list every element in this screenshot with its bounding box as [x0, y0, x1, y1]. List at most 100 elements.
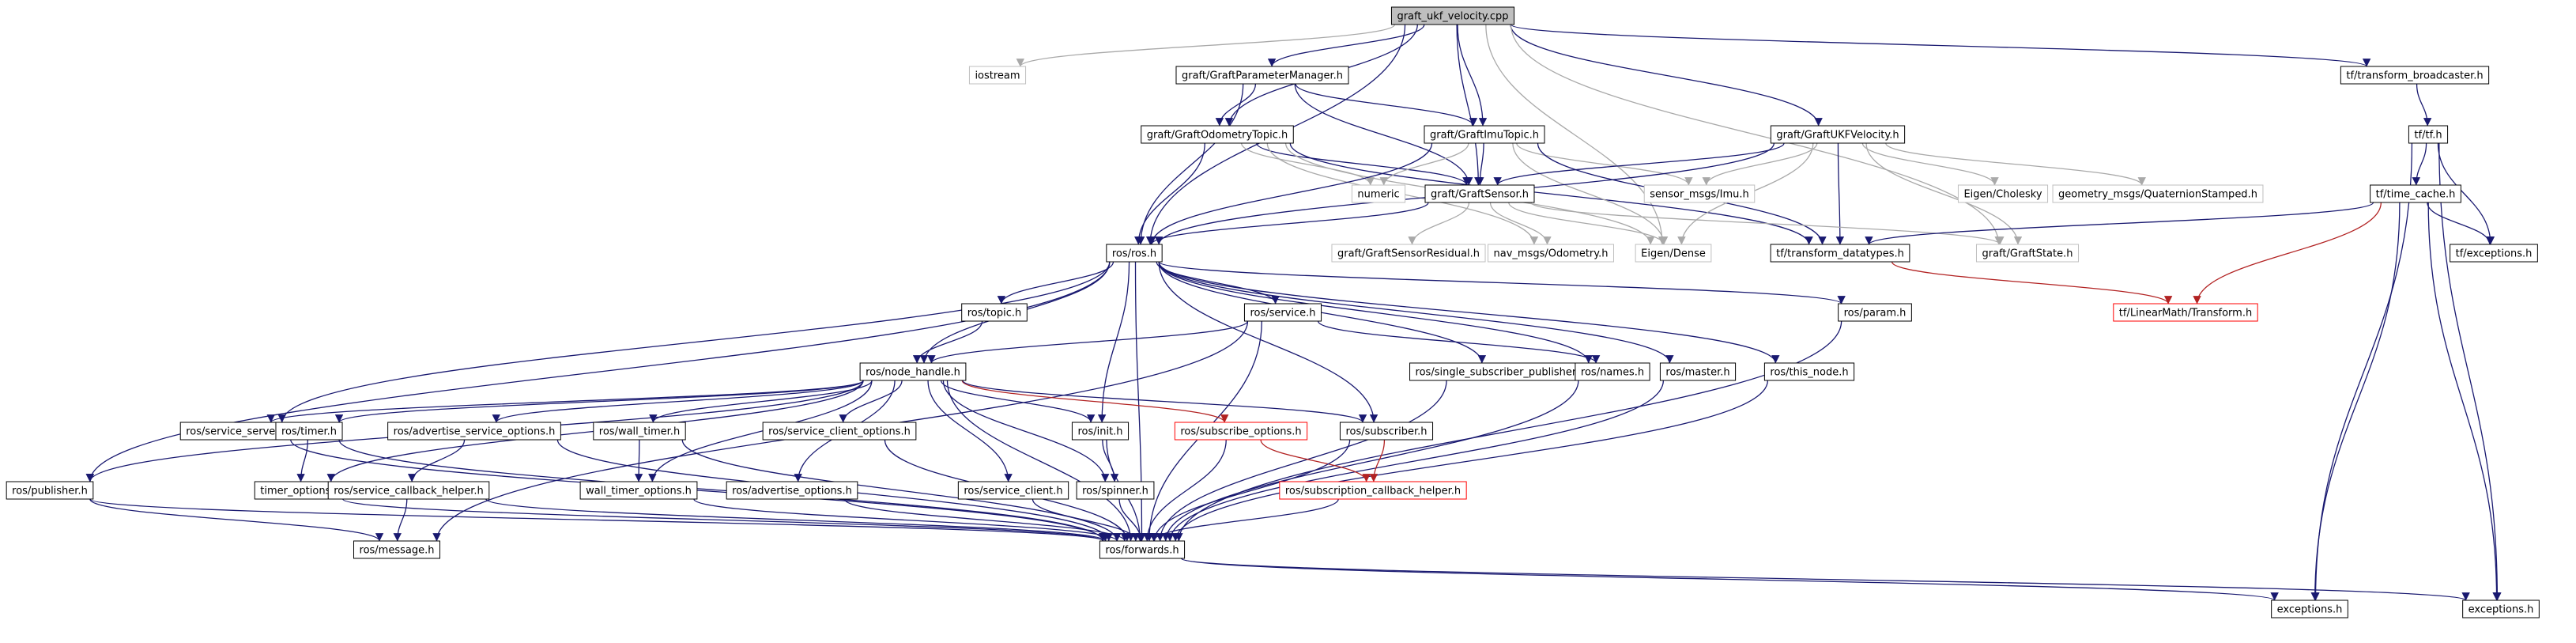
node-ros-names-h[interactable]: ros/names.h — [1575, 362, 1650, 381]
node-graft-graftodometrytopic-h[interactable]: graft/GraftOdometryTopic.h — [1141, 125, 1294, 144]
node-exceptions-h[interactable]: exceptions.h — [2271, 600, 2348, 618]
node-tf-transform-broadcaster-h[interactable]: tf/transform_broadcaster.h — [2340, 66, 2490, 85]
node-box — [2340, 66, 2490, 85]
node-box — [387, 422, 561, 441]
node-ros-service-callback-helper-h[interactable]: ros/service_callback_helper.h — [327, 481, 490, 500]
node-box — [1763, 362, 1855, 381]
edge-nodeh-to-wto — [648, 380, 873, 482]
node-label: ros/single_subscriber_publisher.h — [1416, 367, 1586, 379]
node-ros-wall-timer-h[interactable]: ros/wall_timer.h — [593, 422, 686, 441]
node-ros-forwards-h[interactable]: ros/forwards.h — [1099, 540, 1186, 559]
node-ros-topic-h[interactable]: ros/topic.h — [961, 303, 1028, 322]
node-ros-this-node-h[interactable]: ros/this_node.h — [1763, 362, 1855, 381]
node-timer-options-h[interactable]: timer_options.h — [254, 481, 347, 500]
node-ros-subscriber-h[interactable]: ros/subscriber.h — [1339, 422, 1434, 441]
node-box — [762, 422, 917, 441]
node-label: numeric — [1357, 189, 1399, 201]
node-graft-graftukfvelocity-h[interactable]: graft/GraftUKFVelocity.h — [1770, 125, 1906, 144]
node-ros-service-client-h[interactable]: ros/service_client.h — [957, 481, 1069, 500]
edge-gukf-to-gsensor — [1493, 142, 1785, 186]
node-sensor-msgs-imu-h: sensor_msgs/Imu.h — [1643, 184, 1756, 203]
edge-gpm-to-rosh — [1136, 83, 1244, 245]
edge-gimu-to-imu — [1516, 142, 1693, 186]
node-box — [2271, 600, 2348, 618]
node-box — [957, 481, 1069, 500]
node-label: ros/service_callback_helper.h — [334, 486, 484, 497]
node-tf-linearmath-transform-h: tf/LinearMath/Transform.h — [2113, 303, 2258, 322]
node-tf-exceptions-h[interactable]: tf/exceptions.h — [2450, 244, 2538, 263]
node-label: ros/names.h — [1581, 367, 1644, 379]
node-box — [6, 481, 94, 500]
node-ros-ros-h[interactable]: ros/ros.h — [1106, 244, 1163, 263]
node-tf-transform-datatypes-h[interactable]: tf/transform_datatypes.h — [1770, 244, 1910, 263]
node-ros-master-h[interactable]: ros/master.h — [1659, 362, 1737, 381]
node-ros-param-h[interactable]: ros/param.h — [1838, 303, 1912, 322]
node-graft-graftimutopic-h[interactable]: graft/GraftImuTopic.h — [1424, 125, 1545, 144]
node-graft-graftsensor-h[interactable]: graft/GraftSensor.h — [1424, 184, 1535, 203]
node-graft-graftparametermanager-h[interactable]: graft/GraftParameterManager.h — [1175, 66, 1349, 85]
node-ros-publisher-h[interactable]: ros/publisher.h — [6, 481, 94, 500]
node-label: ros/message.h — [360, 545, 435, 557]
node-box — [1106, 244, 1163, 263]
node-ros-node-handle-h[interactable]: ros/node_handle.h — [859, 362, 967, 381]
edge-godom-to-gsensor — [1256, 142, 1471, 186]
node-ros-single-subscriber-publisher-h[interactable]: ros/single_subscriber_publisher.h — [1409, 362, 1591, 381]
edge-tfb-to-tfh — [2416, 83, 2432, 127]
node-label: graft/GraftUKFVelocity.h — [1776, 130, 1899, 142]
node-label: ros/spinner.h — [1082, 486, 1148, 497]
edge-scbh-to-forwards — [485, 498, 1110, 542]
node-box — [2113, 303, 2258, 322]
edge-godom-to-tfdt — [1289, 142, 1813, 245]
node-ros-service-client-options-h[interactable]: ros/service_client_options.h — [762, 422, 917, 441]
node-label: ros/init.h — [1077, 426, 1122, 438]
edge-rosh-to-sserver — [277, 261, 1111, 423]
node-label: ros/node_handle.h — [866, 367, 960, 379]
edge-gsensor-to-gresid — [1408, 202, 1470, 245]
node-box — [726, 481, 858, 500]
edge-ssp-to-forwards — [1156, 380, 1447, 542]
node-tf-tf-h[interactable]: tf/tf.h — [2408, 125, 2449, 144]
node-ros-service-server-h[interactable]: ros/service_server.h — [179, 422, 295, 441]
node-box — [1424, 184, 1535, 203]
node-box — [1390, 6, 1515, 25]
edge-rosh-to-service — [1156, 261, 1280, 304]
node-label: ros/service_server.h — [186, 426, 289, 438]
node-graft-ukf-velocity-cpp[interactable]: graft_ukf_velocity.cpp — [1390, 6, 1515, 25]
edge-nodeh-to-timer — [335, 380, 864, 423]
node-exceptions-h[interactable]: exceptions.h — [2462, 600, 2540, 618]
node-box — [968, 66, 1027, 85]
node-ros-advertise-options-h[interactable]: ros/advertise_options.h — [726, 481, 858, 500]
node-ros-service-h[interactable]: ros/service.h — [1243, 303, 1322, 322]
edge-nodeh-to-subscriber — [962, 380, 1367, 423]
node-ros-spinner-h[interactable]: ros/spinner.h — [1076, 481, 1155, 500]
edge-publisher-to-message — [89, 498, 384, 542]
edge-rosh-to-master — [1158, 261, 1674, 364]
node-box — [275, 422, 343, 441]
node-box — [961, 303, 1028, 322]
node-wall-timer-options-h[interactable]: wall_timer_options.h — [579, 481, 698, 500]
node-box — [859, 362, 967, 381]
node-label: timer_options.h — [260, 486, 340, 497]
node-box — [1351, 184, 1406, 203]
node-box — [1076, 481, 1155, 500]
node-box — [1575, 362, 1650, 381]
node-label: tf/tf.h — [2414, 130, 2442, 142]
node-tf-time-cache-h[interactable]: tf/time_cache.h — [2370, 184, 2461, 203]
node-ros-message-h[interactable]: ros/message.h — [353, 540, 440, 559]
node-label: ros/timer.h — [281, 426, 337, 438]
node-box — [353, 540, 440, 559]
edge-subscriber-to-forwards — [1150, 439, 1351, 542]
edge-nodeh-to-walltimer — [649, 380, 873, 423]
edge-forwards-to-exc1 — [1180, 558, 2279, 601]
node-ros-timer-h[interactable]: ros/timer.h — [275, 422, 343, 441]
edge-master-to-forwards — [1166, 380, 1665, 542]
node-ros-init-h[interactable]: ros/init.h — [1071, 422, 1130, 441]
node-box — [593, 422, 686, 441]
node-ros-advertise-service-options-h[interactable]: ros/advertise_service_options.h — [387, 422, 561, 441]
node-label: ros/subscription_callback_helper.h — [1285, 486, 1461, 497]
edge-nodeh-to-sclient — [927, 380, 1013, 482]
node-label: geometry_msgs/QuaternionStamped.h — [2058, 189, 2257, 201]
edge-gimu-to-numeric — [1379, 142, 1469, 186]
edge-gsensor-to-rosh — [1147, 202, 1429, 245]
